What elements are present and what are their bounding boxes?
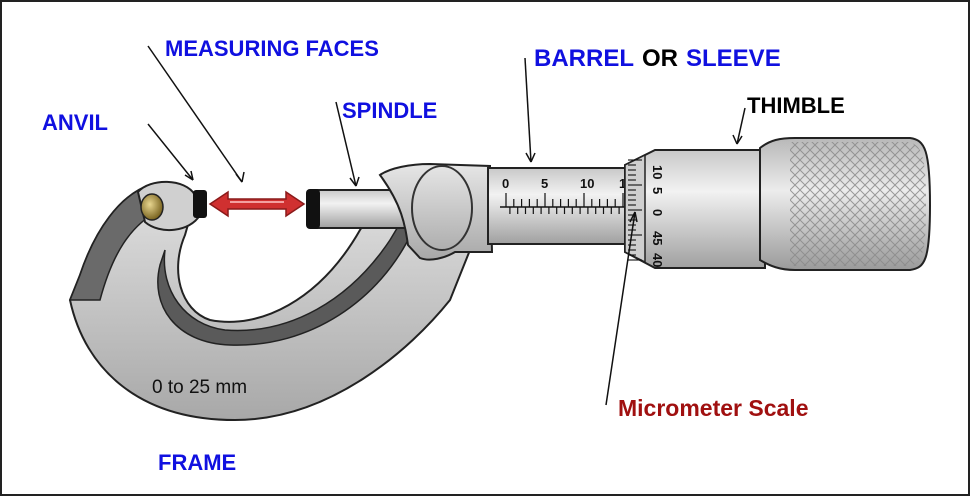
label-barrel: BARREL [534, 45, 634, 72]
label-range: 0 to 25 mm [152, 377, 247, 398]
measuring-gap-arrow [208, 190, 306, 218]
label-or: OR [642, 45, 678, 72]
label-frame: FRAME [158, 450, 236, 475]
thimble-tick-label: 45 [650, 231, 665, 245]
leader-lines [147, 45, 746, 406]
label-anvil: ANVIL [42, 110, 108, 135]
label-micrometer-scale: Micrometer Scale [618, 395, 808, 421]
thimble [624, 149, 766, 269]
label-thimble: THIMBLE [747, 93, 845, 118]
label-measuring-faces: MEASURING FACES [165, 36, 379, 61]
thimble-tick-label: 10 [650, 165, 665, 179]
label-spindle: SPINDLE [342, 98, 437, 123]
frame-pin [140, 193, 164, 221]
barrel-tick-label: 0 [502, 176, 509, 191]
barrel-sleeve [487, 167, 629, 245]
barrel-tick-label: 5 [541, 176, 548, 191]
anvil-face [193, 190, 207, 218]
label-barrel-or-sleeve: BARREL OR SLEEVE [534, 45, 781, 72]
barrel-tick-label: 10 [580, 176, 594, 191]
thimble-tick-label: 40 [650, 253, 665, 267]
knurled-knob [759, 137, 932, 271]
thimble-tick-label: 0 [650, 209, 665, 216]
thimble-tick-label: 5 [650, 187, 665, 194]
label-sleeve: SLEEVE [686, 45, 781, 72]
